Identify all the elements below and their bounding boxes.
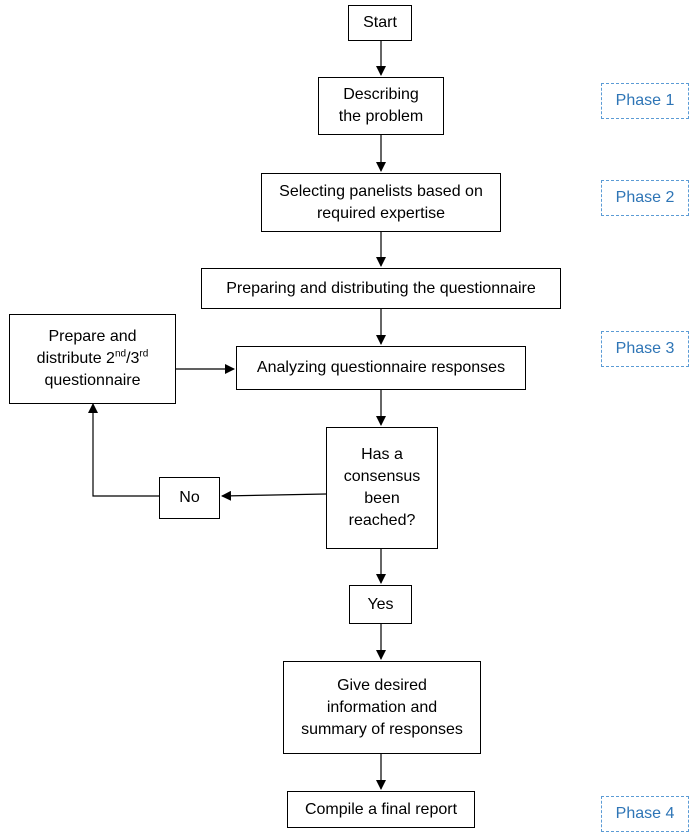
give-line-1: Give desired	[337, 676, 427, 694]
select-line-1: Selecting panelists based on	[279, 182, 483, 200]
redistribute-line-3: questionnaire	[44, 372, 141, 389]
redistribute-questionnaire-step: Prepare and distribute 2nd/3rd questionn…	[9, 314, 176, 404]
consensus-line-2: consensus	[343, 468, 421, 485]
phase-1-label: Phase 1	[601, 83, 689, 119]
yes-label: Yes	[367, 595, 394, 613]
redistribute-line-2: distribute 2nd/3rd	[36, 348, 149, 367]
give-information-step: Give desired information and summary of …	[283, 661, 481, 754]
give-line-2: information and	[326, 698, 438, 716]
give-line-3: summary of responses	[301, 720, 463, 738]
describe-problem-step: Describing the problem	[318, 77, 444, 135]
consensus-line-4: reached?	[348, 512, 416, 529]
select-line-2: required expertise	[316, 204, 446, 222]
start-node: Start	[348, 5, 412, 41]
yes-branch-node: Yes	[349, 585, 412, 624]
arrow-no-to-redistribute	[88, 403, 159, 497]
start-label: Start	[363, 14, 397, 31]
arrow-decision-to-no	[221, 490, 327, 501]
compile-label: Compile a final report	[304, 800, 458, 818]
prepare-questionnaire-step: Preparing and distributing the questionn…	[201, 268, 561, 309]
phase-4-label: Phase 4	[601, 796, 689, 832]
compile-report-step: Compile a final report	[287, 791, 475, 828]
phase-3-label: Phase 3	[601, 331, 689, 367]
no-branch-node: No	[159, 477, 220, 519]
redistribute-line-1: Prepare and	[48, 328, 137, 345]
analyze-responses-step: Analyzing questionnaire responses	[236, 346, 526, 390]
consensus-line-3: been	[364, 490, 400, 507]
consensus-decision: Has a consensus been reached?	[326, 427, 438, 549]
describe-line-1: Describing	[343, 86, 419, 103]
no-label: No	[179, 489, 200, 506]
describe-line-2: the problem	[338, 108, 424, 125]
prepare-label: Preparing and distributing the questionn…	[226, 279, 536, 297]
phase-2-label: Phase 2	[601, 180, 689, 216]
select-panelists-step: Selecting panelists based on required ex…	[261, 173, 501, 232]
consensus-line-1: Has a	[361, 446, 403, 463]
analyze-label: Analyzing questionnaire responses	[256, 359, 506, 376]
